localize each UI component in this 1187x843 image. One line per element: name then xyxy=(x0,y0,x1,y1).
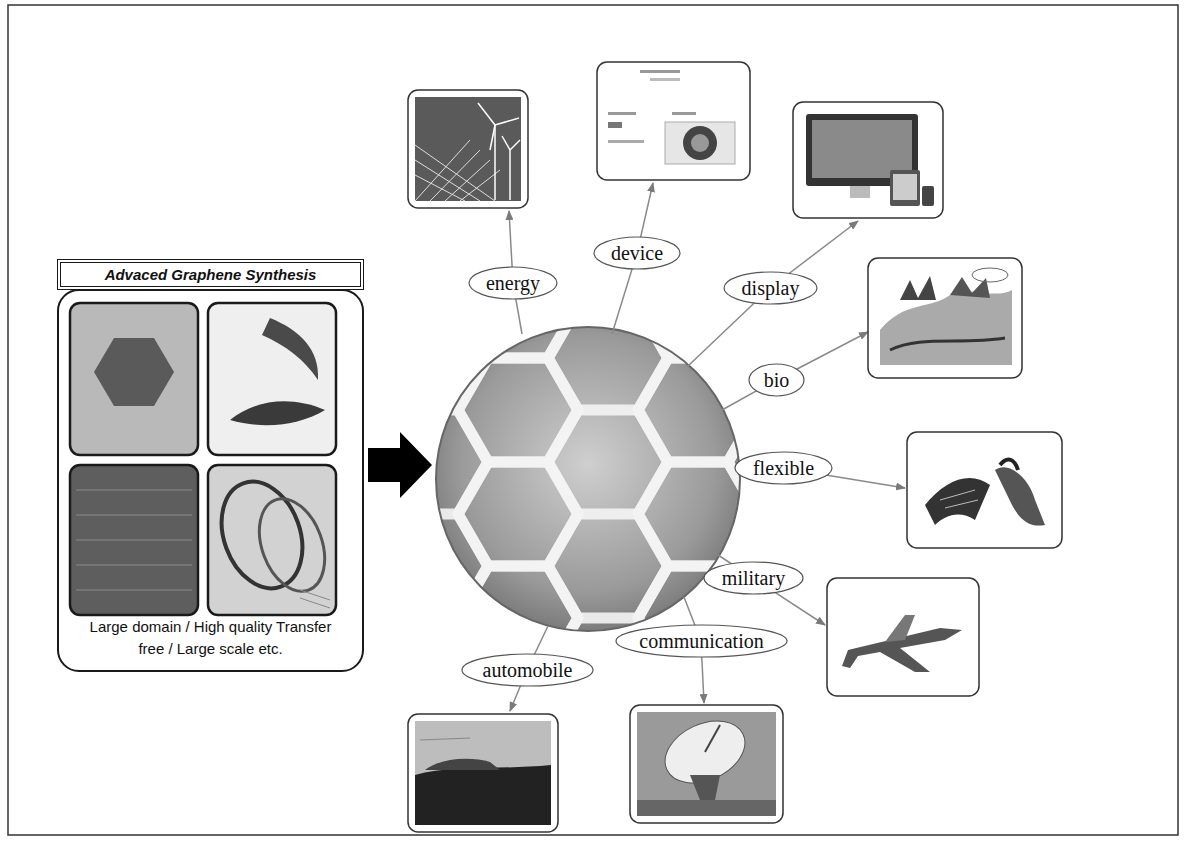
synthesis-panel: Large domain / High quality Transfer fre… xyxy=(57,289,364,672)
oval-label: energy xyxy=(486,272,540,295)
caption-holder: Large domain / High quality Transfer fre… xyxy=(59,616,362,660)
block-arrow xyxy=(368,432,432,498)
application-oval: automobile xyxy=(461,653,594,687)
military-picture xyxy=(827,578,979,696)
oval-label: automobile xyxy=(483,659,573,682)
application-oval: communication xyxy=(615,624,788,658)
title-text: Advaced Graphene Synthesis xyxy=(105,266,317,283)
oval-label: communication xyxy=(639,630,763,653)
application-oval: bio xyxy=(748,363,805,397)
caption-text: Large domain / High quality Transfer fre… xyxy=(87,616,335,660)
synthesis-tiles xyxy=(70,303,337,615)
oval-label: display xyxy=(742,277,800,300)
flexible-picture xyxy=(907,432,1062,548)
application-oval: energy xyxy=(468,266,558,300)
application-oval: device xyxy=(593,236,681,270)
oval-label: flexible xyxy=(753,457,814,480)
frame xyxy=(8,5,1178,835)
application-oval: military xyxy=(703,561,804,595)
application-oval: flexible xyxy=(734,451,833,485)
energy-picture xyxy=(408,90,528,208)
oval-label: military xyxy=(722,567,785,590)
device-picture xyxy=(597,62,750,180)
display-picture xyxy=(793,102,943,218)
bio-picture xyxy=(868,258,1022,378)
communication-picture xyxy=(630,705,783,823)
title-box: Advaced Graphene Synthesis xyxy=(57,259,364,290)
oval-label: device xyxy=(611,242,663,265)
application-oval: display xyxy=(723,271,818,305)
oval-label: bio xyxy=(764,369,790,392)
graphene-circle xyxy=(430,320,750,640)
automobile-picture xyxy=(408,714,558,832)
